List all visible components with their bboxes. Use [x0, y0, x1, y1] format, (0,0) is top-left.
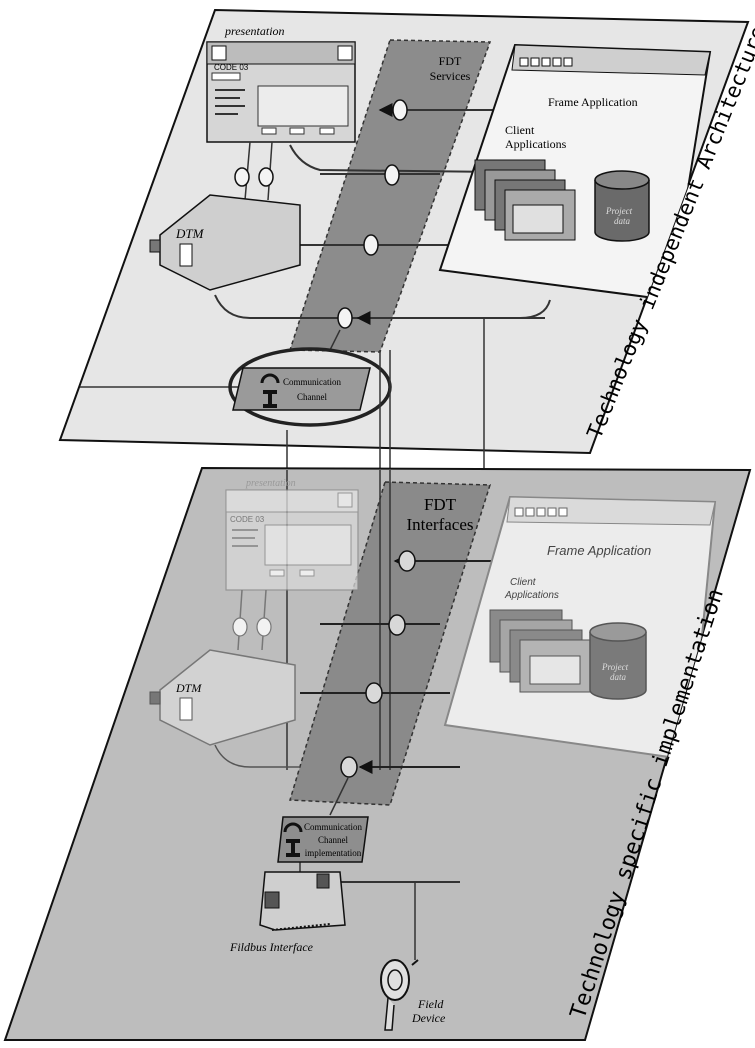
- presentation-code-bottom: CODE 03: [230, 515, 265, 524]
- connector-interfaces-3: [366, 683, 382, 703]
- fieldbus-interface-label: Fildbus Interface: [229, 940, 314, 954]
- connector-services-1: [393, 100, 407, 120]
- client-applications-line2-bottom: Applications: [504, 590, 559, 601]
- top-plane: CODE 03 presentation DTM: [60, 10, 755, 453]
- client-applications-line1-top: Client: [505, 123, 535, 137]
- fdt-services-label-line1: FDT: [439, 54, 462, 68]
- dtm-label-top: DTM: [175, 226, 205, 241]
- comm-channel-label-line2-bottom: Channel: [318, 835, 348, 845]
- presentation-code-top: CODE 03: [214, 63, 249, 72]
- fdt-interfaces-label-line1: FDT: [424, 495, 457, 514]
- fdt-services-label-line2: Services: [430, 69, 471, 83]
- connector-interfaces-4: [341, 757, 357, 777]
- client-applications-line2-top: Applications: [505, 137, 567, 151]
- comm-channel-label-line2-top: Channel: [297, 392, 327, 402]
- connector-interfaces-1: [399, 551, 415, 571]
- connector-presentation-1: [235, 168, 249, 186]
- connector-presentation-bottom-2: [257, 618, 271, 636]
- connector-interfaces-2: [389, 615, 405, 635]
- project-data-line2-top: data: [614, 216, 631, 226]
- field-device-label-line1: Field: [417, 997, 444, 1011]
- frame-application-label-bottom: Frame Application: [547, 543, 651, 558]
- presentation-label-top: presentation: [224, 24, 285, 38]
- comm-channel-label-line1-top: Communication: [283, 377, 341, 387]
- project-data-line2-bottom: data: [610, 672, 627, 682]
- comm-channel-label-line3-bottom: implementation: [305, 848, 362, 858]
- project-data-line1-top: Project: [605, 206, 633, 216]
- client-applications-line1-bottom: Client: [510, 577, 537, 588]
- presentation-label-bottom: presentation: [245, 478, 296, 489]
- connector-presentation-2: [259, 168, 273, 186]
- fieldbus-interface-card: [260, 872, 345, 930]
- field-device-label-line2: Device: [411, 1011, 446, 1025]
- connector-services-4: [338, 308, 352, 328]
- presentation-window: [207, 42, 355, 142]
- dtm-label-bottom: DTM: [175, 681, 202, 695]
- fdt-interfaces-label-line2: Interfaces: [406, 515, 473, 534]
- frame-application-label-top: Frame Application: [548, 95, 638, 109]
- comm-channel-label-line1-bottom: Communication: [304, 822, 362, 832]
- bottom-plane: CODE 03 presentation DTM: [5, 468, 750, 1040]
- presentation-window-bottom: [226, 490, 358, 590]
- project-data-line1-bottom: Project: [601, 662, 629, 672]
- connector-services-3: [364, 235, 378, 255]
- connector-services-2: [385, 165, 399, 185]
- connector-presentation-bottom-1: [233, 618, 247, 636]
